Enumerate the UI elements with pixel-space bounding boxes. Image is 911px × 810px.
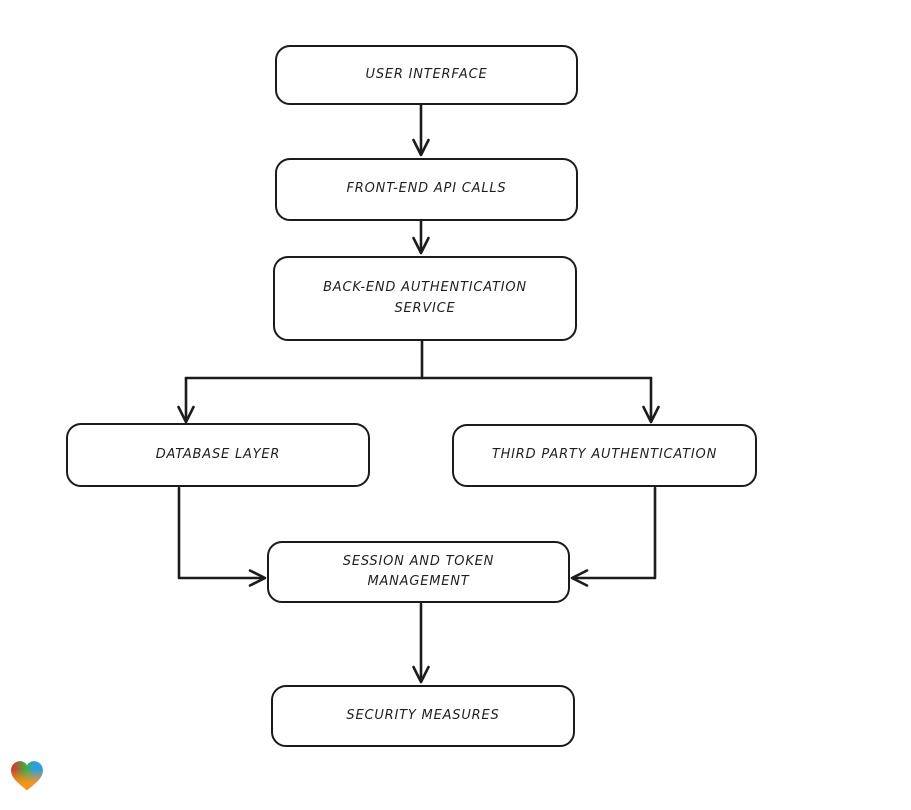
edge-thirdparty-to-session: [570, 486, 657, 587]
node-database-layer: DATABASE LAYER: [66, 423, 370, 487]
edge-session-to-security: [412, 602, 430, 684]
edge-ui-to-frontend: [412, 103, 430, 157]
brand-heart-logo[interactable]: [10, 760, 44, 792]
node-user-interface: USER INTERFACE: [275, 45, 578, 105]
node-label: USER INTERFACE: [365, 66, 488, 82]
edge-group: [177, 103, 660, 684]
edge-backend-to-database: [177, 376, 195, 424]
edge-database-to-session: [177, 486, 267, 587]
node-label: DATABASE LAYER: [155, 446, 281, 462]
edge-backend-to-thirdparty: [642, 376, 660, 424]
edge-backend-branch-trunk: [184, 339, 653, 380]
node-back-end-authentication-service: BACK-END AUTHENTICATION SERVICE: [273, 256, 577, 341]
node-label: BACK-END AUTHENTICATION SERVICE: [323, 280, 527, 316]
node-third-party-authentication: THIRD PARTY AUTHENTICATION: [452, 424, 757, 487]
node-session-and-token-management: SESSION AND TOKEN MANAGEMENT: [267, 541, 570, 603]
node-label: THIRD PARTY AUTHENTICATION: [491, 447, 718, 463]
edge-frontend-to-backend: [412, 219, 430, 255]
node-label: FRONT-END API CALLS: [346, 181, 507, 197]
heart-icon: [11, 761, 43, 791]
node-label: SESSION AND TOKEN MANAGEMENT: [342, 553, 495, 589]
node-security-measures: SECURITY MEASURES: [271, 685, 575, 747]
node-label: SECURITY MEASURES: [346, 707, 500, 723]
node-front-end-api-calls: FRONT-END API CALLS: [275, 158, 578, 221]
